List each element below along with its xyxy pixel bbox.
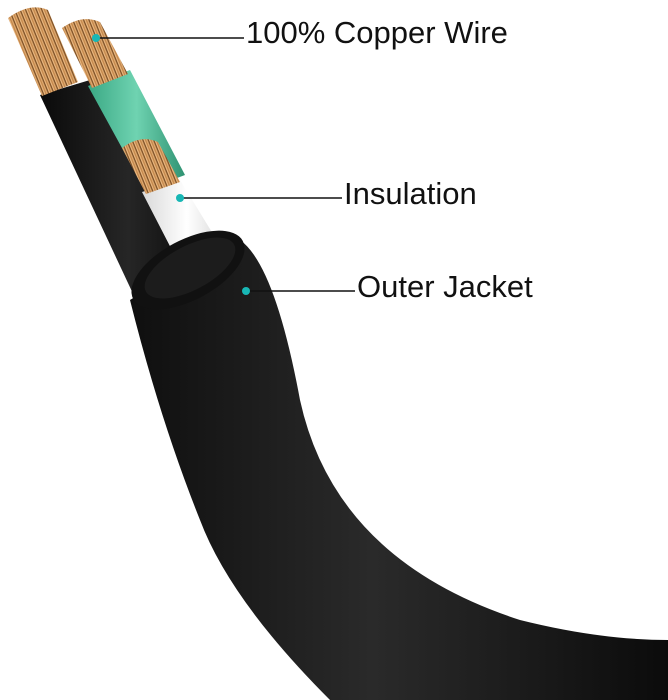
outer-jacket-body xyxy=(130,240,668,700)
copper-wire-label: 100% Copper Wire xyxy=(246,15,508,50)
insulation-label: Insulation xyxy=(344,176,477,211)
outer-jacket-label: Outer Jacket xyxy=(357,269,533,304)
jacket-callout-dot xyxy=(242,287,250,295)
copper-strands-green xyxy=(62,19,128,88)
insulation-callout-dot xyxy=(176,194,184,202)
copper-strands-white xyxy=(122,139,180,194)
copper-callout-dot xyxy=(92,34,100,42)
copper-strands-black xyxy=(8,7,78,96)
